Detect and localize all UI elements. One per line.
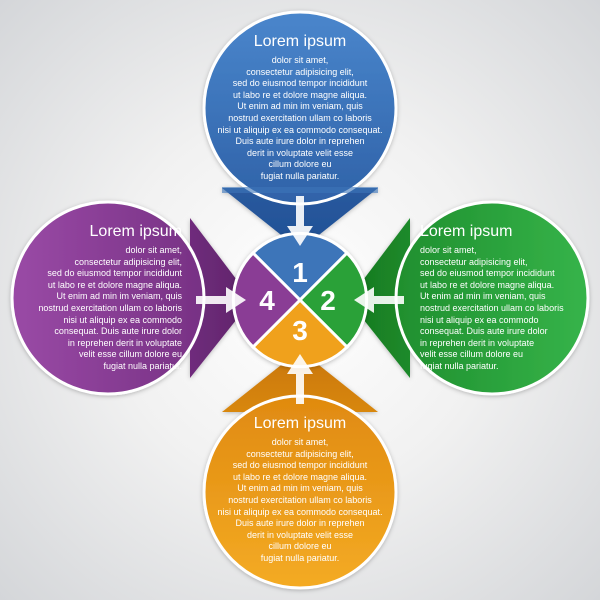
right-body: dolor sit amet, consectetur adipisicing … — [420, 245, 564, 371]
center-hub — [231, 231, 369, 369]
right-title: Lorem ipsum — [420, 223, 513, 240]
top-body: dolor sit amet, consectetur adipisicing … — [217, 55, 383, 181]
bottom-text-block: Lorem ipsum dolor sit amet, consectetur … — [215, 414, 385, 565]
top-funnel-band — [222, 187, 378, 193]
arrow-down-icon — [287, 196, 313, 246]
left-text-block: Lorem ipsum dolor sit amet, consectetur … — [12, 222, 182, 373]
top-title: Lorem ipsum — [253, 33, 347, 50]
step-number-4: 4 — [259, 285, 275, 316]
bottom-title: Lorem ipsum — [253, 415, 347, 432]
top-text-block: Lorem ipsum dolor sit amet, consectetur … — [215, 32, 385, 183]
step-number-1: 1 — [292, 257, 308, 288]
arrow-up-icon — [287, 354, 313, 404]
step-number-3: 3 — [292, 315, 308, 346]
arrow-left-icon — [354, 287, 404, 313]
arrow-right-icon — [196, 287, 246, 313]
left-title: Lorem ipsum — [89, 223, 182, 240]
bottom-body: dolor sit amet, consectetur adipisicing … — [217, 437, 383, 563]
step-number-2: 2 — [320, 285, 336, 316]
left-body: dolor sit amet, consectetur adipisicing … — [38, 245, 182, 371]
right-text-block: Lorem ipsum dolor sit amet, consectetur … — [420, 222, 590, 373]
